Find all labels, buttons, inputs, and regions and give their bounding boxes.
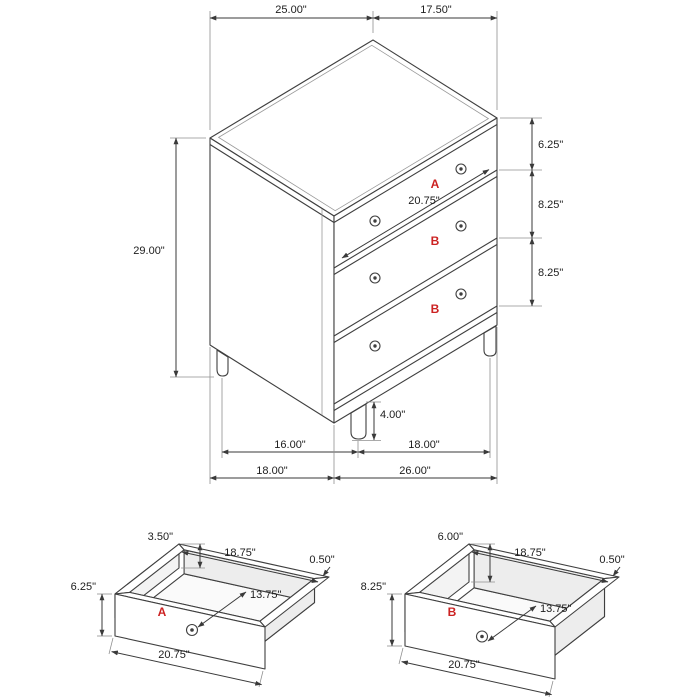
dim-drawer-front-width: 20.75": [341, 169, 490, 259]
dim-a-front-height: 6.25": [71, 581, 112, 637]
drawer-b-structure: [404, 543, 620, 680]
chest-leg-right: [483, 325, 497, 357]
leader-line: [612, 566, 621, 577]
drawer-divider-line: [333, 305, 498, 405]
drawer-b-back-height-label: 6.00": [438, 531, 463, 543]
drawer-divider-line: [333, 312, 498, 411]
drawer-divider-line: [333, 244, 498, 343]
drawer-b2-letter: B: [431, 302, 440, 316]
dim-line: [487, 605, 537, 642]
leg-height-label: 4.00": [380, 409, 405, 421]
base-width-label: 26.00": [399, 465, 431, 477]
chest-top-inner-line: [217, 44, 490, 212]
dim-b-side-thickness: 0.50": [599, 554, 625, 577]
drawer-a-inner-depth-label: 13.75": [250, 589, 282, 601]
dim-base-depth: 18.00": [209, 347, 335, 484]
drawer-knob: [369, 272, 381, 284]
drawer-height-label-3: 8.25": [538, 267, 563, 279]
drawer-a-front-height-label: 6.25": [71, 581, 96, 593]
chest-leg-left: [216, 349, 229, 377]
drawer-knob: [369, 215, 381, 227]
dim-overall-height: 29.00": [133, 137, 214, 378]
dim-drawer-heights: 6.25" 8.25" 8.25": [499, 117, 563, 307]
dim-top-width: 25.00": [209, 4, 374, 130]
drawer-a-front-width-label: 20.75": [158, 649, 190, 661]
chest-view: A B B 25.00" 17.50" 29.00": [133, 4, 563, 484]
dim-a-side-thickness: 0.50": [309, 554, 335, 577]
drawer-knob: [455, 163, 467, 175]
drawer-knob: [455, 288, 467, 300]
chest-top-thickness-line: [209, 124, 498, 224]
dim-b-front-height: 8.25": [361, 581, 402, 647]
drawer-a-back-height-label: 3.50": [148, 531, 173, 543]
dim-line: [401, 660, 552, 696]
drawer-b-front-height-label: 8.25": [361, 581, 386, 593]
drawer-b-inner-width-label: 18.75": [514, 547, 546, 559]
dim-b-inner-depth: 13.75": [487, 603, 572, 642]
leg-span-front-label: 18.00": [408, 439, 440, 451]
dim-b-front-width: 20.75": [398, 647, 554, 698]
drawer-knob: [185, 623, 199, 637]
dim-leg-height: 4.00": [352, 401, 405, 441]
drawer-a-structure: [114, 543, 330, 670]
dim-base-width: 26.00": [333, 327, 498, 484]
leg-span-side-label: 16.00": [274, 439, 306, 451]
dim-b-inner-width: 18.75": [471, 547, 609, 583]
drawer-a-side-thickness-label: 0.50": [309, 554, 334, 566]
chest-body: [209, 39, 498, 440]
dim-line: [471, 550, 609, 583]
dim-a-inner-width: 18.75": [181, 547, 319, 583]
drawer-b-detail-letter: B: [448, 605, 457, 619]
drawer-b-inner-depth-label: 13.75": [540, 603, 572, 615]
dim-line: [181, 550, 319, 583]
drawer-b1-letter: B: [431, 234, 440, 248]
drawer-knob: [455, 220, 467, 232]
drawer-height-label-2: 8.25": [538, 199, 563, 211]
top-width-label: 25.00": [275, 4, 307, 16]
dim-leg-span-front: 18.00": [357, 358, 491, 458]
drawer-b-view: B 8.25" 6.00" 18.75" 0.50" 13.75": [361, 531, 625, 698]
drawer-a-view: A 6.25" 3.50" 18.75" 0.50" 13.75": [71, 531, 335, 688]
dim-a-front-width: 20.75": [108, 637, 264, 688]
dim-leg-span-side: 16.00": [221, 378, 359, 458]
leader-line: [322, 566, 331, 577]
dim-top-depth: 17.50": [372, 4, 498, 110]
base-depth-label: 18.00": [256, 465, 288, 477]
drawer-b-front-width-label: 20.75": [448, 659, 480, 671]
drawer-knob: [369, 340, 381, 352]
ext-line: [108, 637, 114, 655]
drawer-b-side-thickness-label: 0.50": [599, 554, 624, 566]
chest-leg-front: [350, 403, 367, 440]
dim-line: [111, 650, 262, 686]
drawer-a-inner-width-label: 18.75": [224, 547, 256, 559]
ext-line: [398, 647, 404, 665]
dim-line: [197, 591, 247, 628]
overall-height-label: 29.00": [133, 245, 165, 257]
drawer-knob: [475, 630, 489, 643]
drawer-a-detail-letter: A: [158, 605, 167, 619]
dim-a-inner-depth: 13.75": [197, 589, 282, 628]
drawer-front-width-label: 20.75": [408, 195, 440, 207]
dim-line: [341, 169, 490, 259]
top-depth-label: 17.50": [420, 4, 452, 16]
drawer-height-label-1: 6.25": [538, 139, 563, 151]
drawer-a-letter: A: [431, 177, 440, 191]
